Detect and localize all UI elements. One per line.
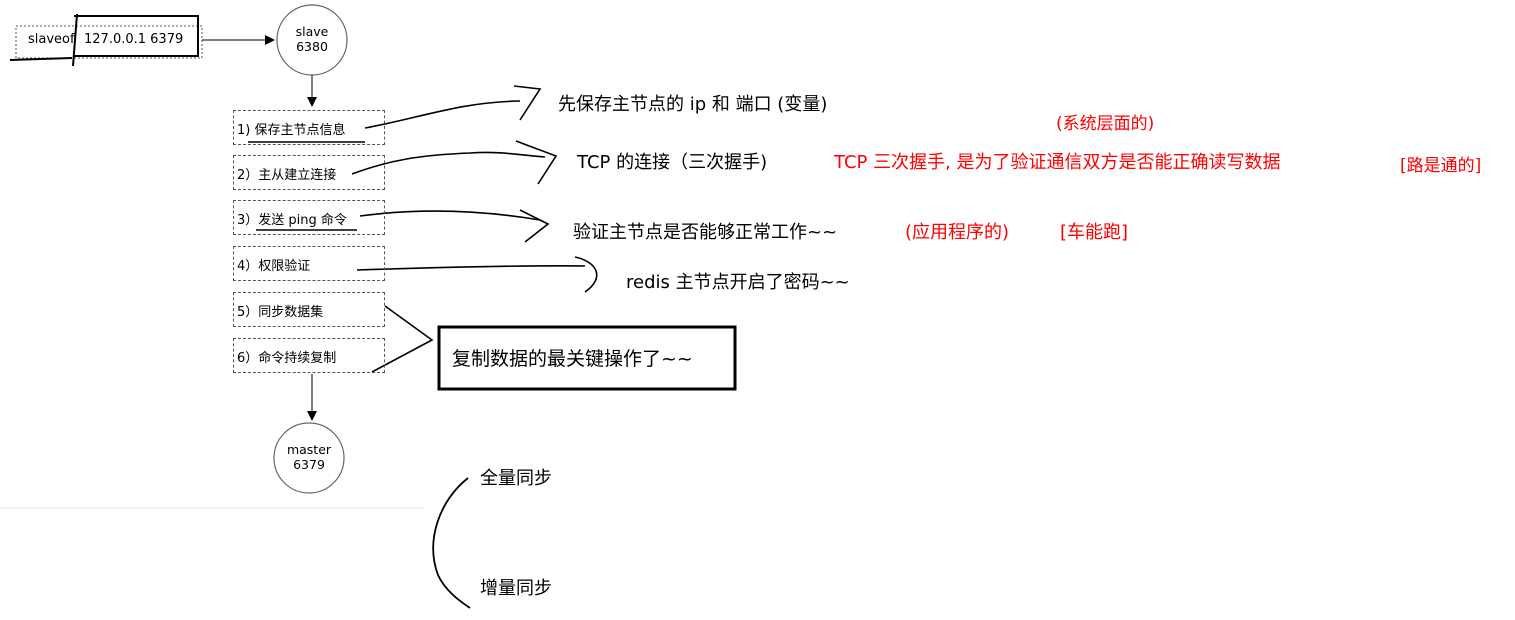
note-tcp-purpose: TCP 三次握手, 是为了验证通信双方是否能正确读写数据 (834, 152, 1281, 173)
sync-brace (432, 477, 471, 609)
slave-node-label: slave 6380 (277, 24, 347, 54)
slave-port: 6380 (296, 39, 328, 54)
note-save-info: 先保存主节点的 ip 和 端口 (变量) (558, 94, 828, 115)
label-partial-sync: 增量同步 (480, 578, 552, 599)
step-box-6: 6）命令持续复制 (233, 338, 385, 373)
curve-step2-head (515, 140, 558, 185)
command-address: 127.0.0.1 6379 (84, 32, 184, 47)
label-full-sync: 全量同步 (480, 468, 552, 489)
note-ping: 验证主节点是否能够正常工作~~ (573, 222, 838, 243)
curve-step4 (356, 265, 586, 271)
note-auth: redis 主节点开启了密码~~ (626, 272, 850, 293)
note-tcp: TCP 的连接（三次握手) (577, 152, 768, 173)
curve-step3 (359, 210, 541, 221)
curve-step1 (364, 100, 521, 129)
step-box-2: 2）主从建立连接 (233, 155, 385, 190)
master-node-label: master 6379 (274, 442, 344, 472)
slave-role: slave (295, 24, 329, 39)
note-app-level: (应用程序的) (905, 222, 1010, 243)
master-port: 6379 (293, 457, 325, 472)
note-road-ok: [路是通的] (1400, 156, 1482, 176)
curve-step1-head (513, 85, 542, 121)
note-key-op: 复制数据的最关键操作了~~ (452, 348, 693, 370)
command-box-handdrawn-strokes (9, 13, 199, 67)
command-box-outline (15, 25, 203, 59)
step-box-1: 1) 保存主节点信息 (233, 110, 385, 145)
brace-steps-5-6 (371, 305, 434, 373)
master-role: master (286, 442, 332, 457)
command-prefix: slaveof (28, 32, 75, 47)
step-label: 2）主从建立连接 (237, 168, 337, 183)
step-box-3: 3）发送 ping 命令 (233, 200, 385, 235)
note-system-level: (系统层面的) (1056, 114, 1155, 134)
step-label: 3）发送 ping 命令 (237, 213, 347, 228)
step-label: 5）同步数据集 (237, 305, 324, 320)
step-box-5: 5）同步数据集 (233, 292, 385, 327)
step-label: 4）权限验证 (237, 259, 311, 274)
step-box-4: 4）权限验证 (233, 246, 385, 281)
note-car-runs: [车能跑] (1060, 222, 1129, 243)
key-op-box (437, 325, 737, 391)
curve-step4-head (574, 256, 598, 293)
step-label: 6）命令持续复制 (237, 351, 337, 366)
curve-step3-head (519, 209, 550, 243)
master-circle (273, 422, 345, 494)
step-label: 1) 保存主节点信息 (237, 123, 346, 138)
curve-step2 (351, 151, 546, 175)
